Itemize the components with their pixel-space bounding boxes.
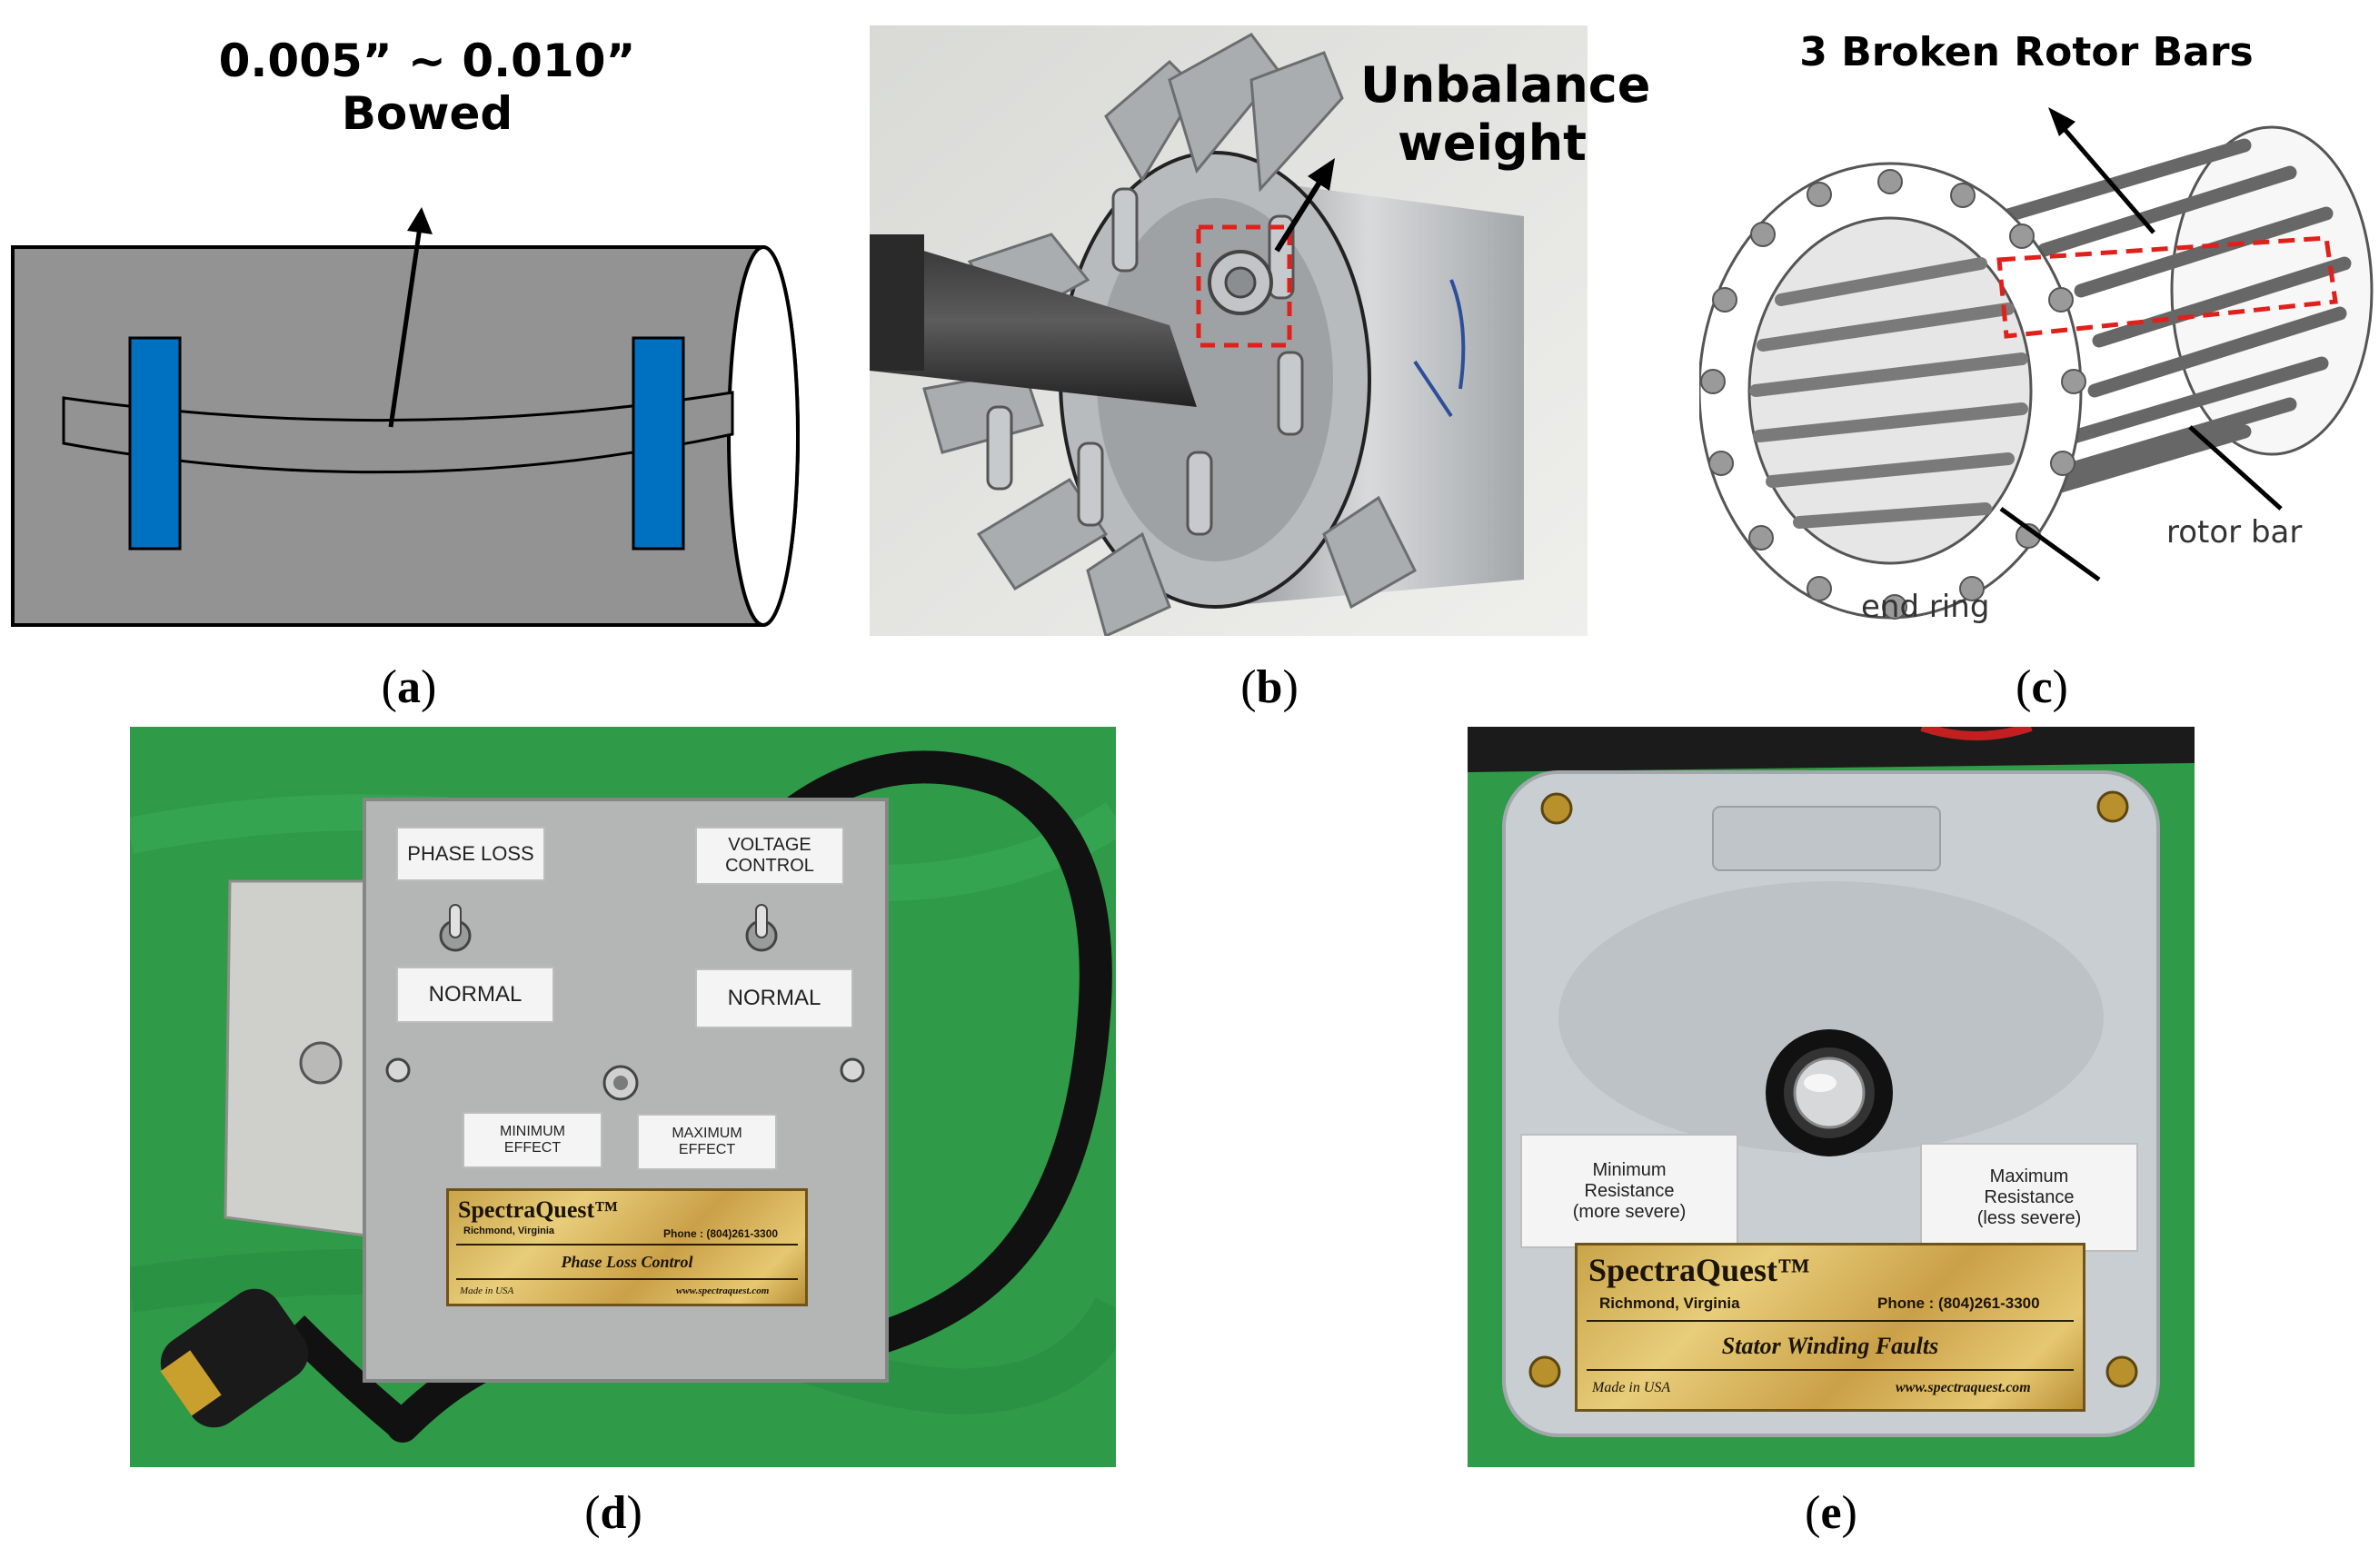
right-bearing <box>632 336 685 551</box>
plate-product: Stator Winding Faults <box>1721 1333 1939 1359</box>
minimum-resistance-label: Minimum Resistance (more severe) <box>1520 1134 1738 1248</box>
unbalance-arrow-head <box>1308 158 1335 191</box>
maximum-resistance-label: Maximum Resistance (less severe) <box>1920 1143 2138 1252</box>
unbalance-highlight-box <box>1196 224 1292 348</box>
panel-e-stator-winding-photo: Minimum Resistance (more severe) Maximum… <box>1468 727 2195 1467</box>
corner-screws <box>1528 790 2138 1388</box>
maximum-effect-label: MAXIMUM EFFECT <box>637 1114 777 1170</box>
bow-arrow-line <box>388 226 423 428</box>
panel-a-bowed-rotor-diagram: 0.005” ~ 0.010” Bowed <box>0 0 818 654</box>
caption-b: (b) <box>1240 661 1299 713</box>
bowed-rotor-drawing <box>11 207 800 627</box>
plate-city: Richmond, Virginia <box>1599 1295 1740 1312</box>
phase-loss-scene <box>130 727 1116 1467</box>
broken-bars-arrow-head <box>2048 107 2075 136</box>
plate-website: www.spectraquest.com <box>1896 1380 2031 1395</box>
caption-c: (c) <box>2016 661 2068 713</box>
panel-b-unbalance-photo: Unbalance weight <box>870 25 1650 636</box>
wet-locations-plate <box>1712 806 1941 871</box>
plate-website: www.spectraquest.com <box>676 1285 770 1296</box>
plate-brand: SpectraQuest™ <box>458 1196 619 1223</box>
unbalance-label: Unbalance <box>1360 56 1651 114</box>
broken-rotor-bars-label: 3 Broken Rotor Bars <box>1799 29 2254 75</box>
caption-e: (e) <box>1805 1487 1857 1539</box>
unbalance-rotor-photo <box>870 25 1588 636</box>
rotor-bar-pointer <box>2188 425 2283 511</box>
phase-loss-nameplate: SpectraQuest™ Richmond, Virginia Phone :… <box>446 1188 808 1306</box>
screw-left <box>385 1057 411 1083</box>
resistance-knob-cap <box>1793 1057 1866 1129</box>
minimum-effect-label: MINIMUM EFFECT <box>463 1112 602 1168</box>
handwritten-marking <box>1413 279 1466 418</box>
plate-made-in: Made in USA <box>1592 1380 1671 1395</box>
bowed-shaft <box>62 391 734 474</box>
panel-c-broken-rotor-bars: 3 Broken Rotor Bars rotor bar end ring <box>1699 0 2379 654</box>
cylinder-end-face <box>727 245 800 627</box>
balance-pins <box>986 187 1304 536</box>
broken-bars-arrow-line <box>2061 125 2155 234</box>
end-ring-holes <box>1700 169 2086 620</box>
normal-label-right: NORMAL <box>695 968 853 1028</box>
plate-made-in: Made in USA <box>460 1285 514 1296</box>
voltage-control-label: VOLTAGE CONTROL <box>695 827 844 885</box>
end-ring-label: end ring <box>1861 589 1990 625</box>
caption-a: (a) <box>381 661 437 713</box>
phase-loss-label: PHASE LOSS <box>396 827 545 881</box>
screw-right <box>840 1057 865 1083</box>
unbalance-arrow-line <box>1274 176 1325 253</box>
side-latch <box>299 1041 343 1085</box>
bow-amount-label: 0.005” ~ 0.010” <box>218 35 636 87</box>
broken-bars-highlight <box>1996 235 2338 339</box>
side-enclosure <box>224 879 368 1237</box>
rotor-bar-label: rotor bar <box>2166 514 2303 551</box>
plate-phone: Phone : (804)261-3300 <box>1877 1295 2040 1312</box>
rotor-shaft <box>870 234 1197 407</box>
bow-arrow-head <box>407 207 433 234</box>
normal-label-left: NORMAL <box>396 967 554 1023</box>
plate-phone: Phone : (804)261-3300 <box>663 1227 779 1240</box>
panel-d-phase-loss-photo: PHASE LOSS VOLTAGE CONTROL NORMAL NORMAL… <box>130 727 1116 1467</box>
rotor-cage-drawing <box>1699 107 2374 620</box>
left-bearing <box>128 336 182 551</box>
plate-city: Richmond, Virginia <box>463 1226 555 1236</box>
end-ring-pointer <box>1999 506 2101 582</box>
bowed-label: Bowed <box>341 87 513 140</box>
caption-d: (d) <box>584 1487 642 1539</box>
stator-nameplate: SpectraQuest™ Richmond, Virginia Phone :… <box>1575 1243 2085 1412</box>
plate-product: Phase Loss Control <box>561 1253 693 1271</box>
fan-blades <box>922 33 1417 636</box>
plate-brand: SpectraQuest™ <box>1588 1252 1810 1288</box>
weight-label: weight <box>1398 114 1587 172</box>
